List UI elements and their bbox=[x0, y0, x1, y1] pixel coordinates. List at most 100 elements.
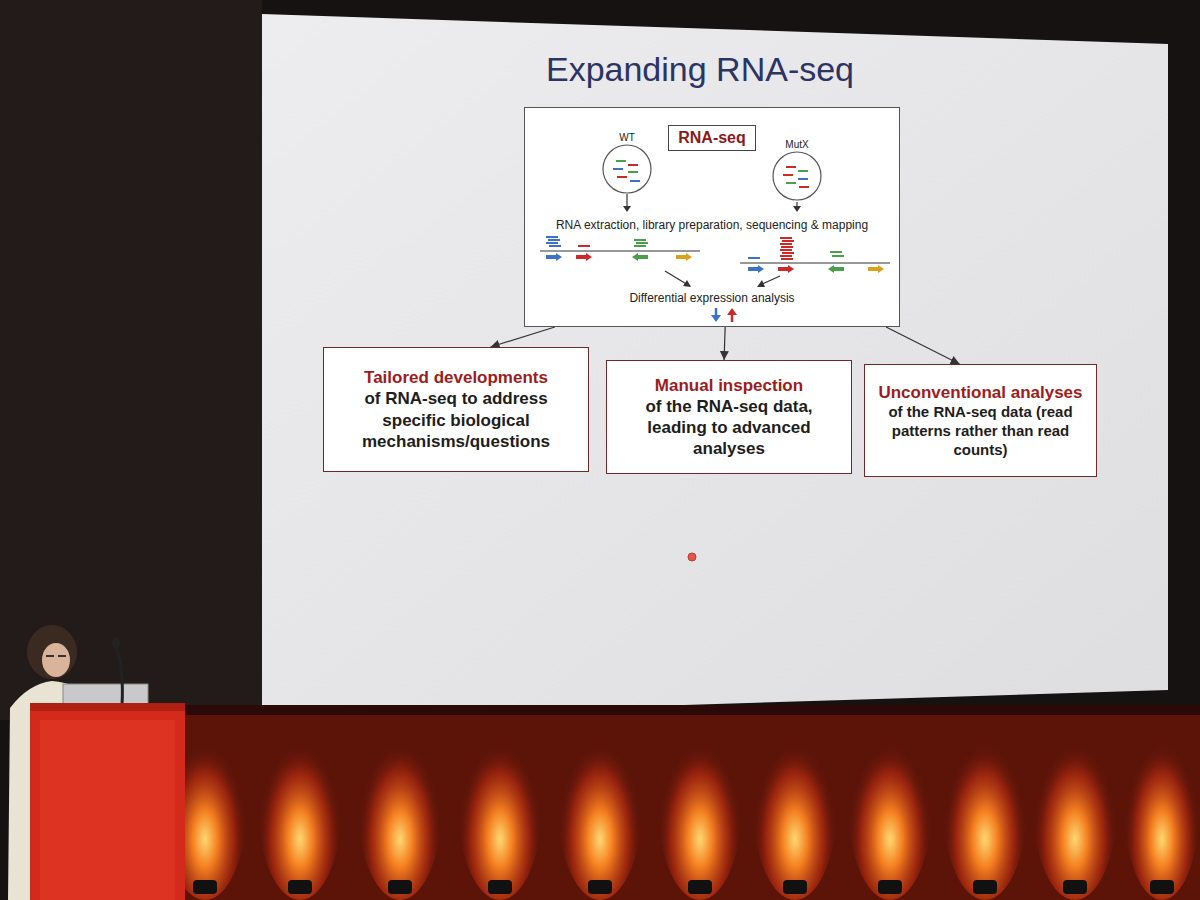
title-holder: Expanding RNA-seq bbox=[400, 50, 1000, 89]
sample-label: WT bbox=[577, 132, 677, 143]
text-holder: RNA extraction, library preparation, seq… bbox=[525, 218, 899, 232]
microphone-stand bbox=[116, 646, 122, 705]
panel-label-box: RNA-seq bbox=[668, 125, 756, 151]
read-stack bbox=[830, 252, 844, 256]
light-fixture bbox=[1150, 880, 1174, 894]
stage-light-glow bbox=[943, 710, 1027, 900]
transcript-dash bbox=[617, 176, 627, 178]
gene-arrow bbox=[828, 265, 844, 273]
outcome-box: Manual inspectionof the RNA-seq data, le… bbox=[606, 360, 852, 474]
connector-arrow bbox=[491, 327, 555, 347]
outcome-box: Tailored developmentsof RNA-seq to addre… bbox=[323, 347, 589, 472]
analysis-step: Differential expression analysis bbox=[525, 291, 899, 305]
genome-line bbox=[740, 262, 890, 263]
transcript-dash bbox=[783, 174, 793, 176]
panel-ground bbox=[524, 107, 900, 327]
outcome-box: Unconventional analysesof the RNA-seq da… bbox=[864, 364, 1097, 477]
connector-arrow bbox=[886, 327, 959, 364]
flow-arrowhead bbox=[683, 280, 691, 287]
gene-arrow bbox=[778, 265, 794, 273]
gene-arrow bbox=[632, 253, 648, 261]
stage-light-glow bbox=[658, 710, 742, 900]
gene-arrow bbox=[576, 253, 592, 261]
microphone-head bbox=[112, 637, 120, 649]
stage-light-glow bbox=[258, 710, 342, 900]
light-fixture bbox=[878, 880, 902, 894]
gene-arrow bbox=[546, 253, 562, 261]
light-fixture bbox=[1063, 880, 1087, 894]
light-fixture bbox=[288, 880, 312, 894]
transcript-dash bbox=[799, 186, 809, 188]
podium bbox=[30, 703, 185, 900]
transcript-dash bbox=[628, 171, 638, 173]
text-holder: Differential expression analysis bbox=[525, 291, 899, 305]
light-fixture bbox=[193, 880, 217, 894]
read-stack bbox=[780, 238, 794, 259]
rna-seq-panel: RNA extraction, library preparation, seq… bbox=[524, 107, 900, 327]
box-heading: Tailored developments bbox=[364, 367, 548, 388]
light-fixture bbox=[688, 880, 712, 894]
flow-arrow bbox=[665, 271, 688, 285]
up-arrow bbox=[731, 314, 734, 322]
flow-arrowhead bbox=[623, 206, 631, 212]
podium-top bbox=[30, 703, 185, 711]
flow-arrowhead bbox=[757, 280, 765, 287]
sample-circle: WT bbox=[602, 144, 652, 194]
read-stack bbox=[748, 257, 760, 259]
light-fixture bbox=[588, 880, 612, 894]
speaker-hair bbox=[27, 625, 77, 679]
light-fixture bbox=[973, 880, 997, 894]
panel-label: RNA-seq bbox=[678, 129, 746, 147]
circle-outline bbox=[772, 151, 822, 201]
curtain bbox=[0, 0, 262, 720]
text-holder: WT bbox=[577, 132, 677, 143]
cell-circle bbox=[773, 152, 821, 200]
process-step: RNA extraction, library preparation, seq… bbox=[525, 218, 899, 232]
speaker-face bbox=[42, 643, 70, 677]
laser-dot bbox=[688, 553, 696, 561]
down-arrow bbox=[715, 308, 718, 316]
gene-arrow bbox=[748, 265, 764, 273]
transcript-dash bbox=[613, 168, 623, 170]
transcript-dash bbox=[630, 180, 640, 182]
stage-light-glow bbox=[1124, 710, 1200, 900]
transcript-dash bbox=[798, 178, 808, 180]
cell-circle bbox=[603, 145, 651, 193]
sample-label: MutX bbox=[747, 139, 847, 150]
gene-arrow bbox=[676, 253, 692, 261]
connector-arrow bbox=[724, 327, 725, 360]
stage-light-glow bbox=[358, 710, 442, 900]
transcript-dash bbox=[616, 160, 626, 162]
up-arrow-head bbox=[727, 308, 737, 315]
box-heading: Manual inspection bbox=[655, 375, 803, 396]
circle-outline bbox=[602, 144, 652, 194]
down-arrow-head bbox=[711, 315, 721, 322]
speaker-glasses bbox=[46, 655, 66, 657]
stage-light-glow bbox=[558, 710, 642, 900]
transcript-dash bbox=[628, 164, 638, 166]
light-fixture bbox=[488, 880, 512, 894]
read-stack bbox=[578, 245, 590, 247]
light-fixture bbox=[783, 880, 807, 894]
read-stack bbox=[634, 240, 648, 246]
transcript-dash bbox=[786, 182, 796, 184]
genome-line bbox=[540, 250, 700, 251]
laptop bbox=[63, 684, 148, 704]
read-stack bbox=[546, 237, 561, 246]
box-body: of the RNA-seq data, leading to advanced… bbox=[619, 396, 839, 460]
projection-screen bbox=[262, 14, 1168, 718]
text-holder: MutX bbox=[747, 139, 847, 150]
transcript-dash bbox=[798, 170, 808, 172]
stage-light-glow bbox=[848, 710, 932, 900]
stage-light-glow bbox=[753, 710, 837, 900]
stage-light-glow bbox=[1033, 710, 1117, 900]
box-body: of the RNA-seq data (read patterns rathe… bbox=[877, 403, 1084, 459]
gene-arrow bbox=[868, 265, 884, 273]
box-heading: Unconventional analyses bbox=[878, 382, 1082, 403]
box-body: of RNA-seq to address specific biologica… bbox=[336, 388, 576, 452]
flow-arrowhead bbox=[793, 206, 801, 212]
light-fixture bbox=[388, 880, 412, 894]
sample-circle: MutX bbox=[772, 151, 822, 201]
